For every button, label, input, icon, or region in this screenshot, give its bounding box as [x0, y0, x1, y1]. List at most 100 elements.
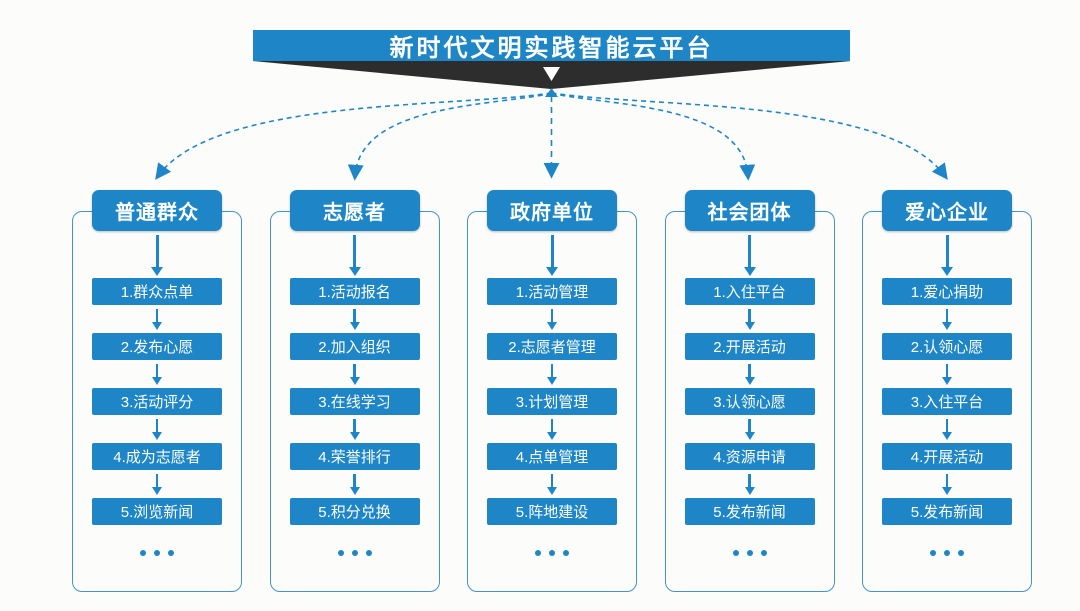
down-arrow-icon — [270, 474, 440, 495]
flow-step-label: 4.成为志愿者 — [113, 449, 201, 466]
column-volunteers: 志愿者 1.活动报名 2.加入组织 3.在线学习 4.荣誉排行 5.积分兑换 — [269, 190, 440, 592]
down-arrow-icon — [72, 474, 242, 495]
column-title: 爱心企业 — [905, 202, 989, 224]
columns-row: 普通群众 1.群众点单 2.发布心愿 3.活动评分 4.成为志愿者 5.浏览新闻… — [72, 190, 1032, 592]
flow-step: 4.成为志愿者 — [92, 443, 222, 470]
down-arrow-icon — [862, 235, 1032, 276]
more-items-icon — [862, 550, 1032, 556]
flow-step: 2.开展活动 — [684, 333, 815, 360]
down-arrow-icon — [862, 419, 1032, 440]
down-arrow-icon — [72, 419, 242, 440]
column-title: 志愿者 — [323, 202, 386, 224]
down-arrow-icon — [665, 474, 835, 495]
down-arrow-icon — [467, 235, 637, 276]
flow-step: 2.发布心愿 — [92, 333, 222, 360]
flow-step-label: 3.计划管理 — [515, 394, 589, 411]
down-arrow-icon — [270, 309, 440, 330]
flow-step-label: 4.荣誉排行 — [318, 449, 391, 466]
column-government-units: 政府单位 1.活动管理 2.志愿者管理 3.计划管理 4.点单管理 5.阵地建设 — [467, 190, 637, 592]
flow-step: 4.资源申请 — [684, 443, 815, 470]
flow-step-label: 5.浏览新闻 — [120, 504, 194, 521]
connector-to-column-4 — [551, 92, 756, 181]
flow-step: 2.加入组织 — [289, 333, 420, 360]
column-general-public: 普通群众 1.群众点单 2.发布心愿 3.活动评分 4.成为志愿者 5.浏览新闻 — [72, 190, 242, 592]
flow-step: 4.开展活动 — [882, 443, 1012, 470]
flow-step-label: 3.活动评分 — [120, 394, 194, 411]
flow-step-label: 3.入住平台 — [910, 394, 984, 411]
down-arrow-icon — [72, 309, 242, 330]
flow-step-label: 4.资源申请 — [713, 449, 786, 466]
flow-step: 5.积分兑换 — [289, 498, 420, 525]
more-items-icon — [270, 550, 440, 556]
flow-step-label: 4.开展活动 — [910, 449, 984, 466]
more-items-icon — [467, 550, 637, 556]
column-title: 政府单位 — [510, 202, 594, 224]
flow-step-label: 2.认领心愿 — [910, 339, 984, 356]
flow-step: 2.志愿者管理 — [487, 333, 617, 360]
flow-step: 5.发布新闻 — [882, 498, 1012, 525]
flow-step-label: 3.认领心愿 — [713, 394, 786, 411]
down-arrow-icon — [467, 364, 637, 385]
flow-step-label: 2.志愿者管理 — [508, 339, 596, 356]
flow-step: 1.爱心捐助 — [882, 278, 1012, 305]
platform-title-bar: 新时代文明实践智能云平台 — [253, 30, 850, 62]
down-arrow-icon — [467, 309, 637, 330]
flow-step: 5.阵地建设 — [487, 498, 617, 525]
connector-to-column-2 — [347, 92, 552, 181]
down-arrow-icon — [862, 474, 1032, 495]
flow-step: 5.浏览新闻 — [92, 498, 222, 525]
more-items-icon — [72, 550, 242, 556]
down-arrow-icon — [862, 364, 1032, 385]
flow-step-label: 3.在线学习 — [318, 394, 391, 411]
down-arrow-icon — [862, 309, 1032, 330]
flow-step-label: 5.发布新闻 — [713, 504, 786, 521]
flow-step: 3.在线学习 — [289, 388, 420, 415]
origin-marker-icon — [545, 88, 558, 97]
flow-step: 1.活动管理 — [487, 278, 617, 305]
flow-step-label: 5.阵地建设 — [515, 504, 589, 521]
flow-step: 1.入住平台 — [684, 278, 815, 305]
flow-step: 4.荣誉排行 — [289, 443, 420, 470]
column-caring-enterprises: 爱心企业 1.爱心捐助 2.认领心愿 3.入住平台 4.开展活动 5.发布新闻 — [862, 190, 1032, 592]
flow-step: 4.点单管理 — [487, 443, 617, 470]
connector-to-column-5 — [551, 92, 948, 180]
column-header: 普通群众 — [92, 190, 222, 231]
flow-step-label: 1.活动报名 — [318, 284, 391, 301]
down-arrow-icon — [665, 419, 835, 440]
down-arrow-icon — [665, 364, 835, 385]
connector-lines-layer — [155, 61, 948, 181]
column-header: 政府单位 — [487, 190, 617, 231]
column-title: 普通群众 — [115, 202, 199, 224]
more-items-icon — [665, 550, 835, 556]
flow-step-label: 2.加入组织 — [318, 339, 391, 356]
flow-step: 3.计划管理 — [487, 388, 617, 415]
column-header: 志愿者 — [289, 190, 420, 231]
platform-title: 新时代文明实践智能云平台 — [389, 35, 714, 62]
flow-step-label: 1.爱心捐助 — [910, 284, 984, 301]
flow-step-label: 1.入住平台 — [713, 284, 786, 301]
column-header: 爱心企业 — [882, 190, 1012, 231]
flow-step: 3.认领心愿 — [684, 388, 815, 415]
flow-step-label: 2.发布心愿 — [120, 339, 194, 356]
flow-step-label: 1.活动管理 — [515, 284, 589, 301]
flow-step: 1.活动报名 — [289, 278, 420, 305]
flow-step: 3.入住平台 — [882, 388, 1012, 415]
flow-step-label: 2.开展活动 — [713, 339, 786, 356]
down-arrow-icon — [270, 235, 440, 276]
down-arrow-icon — [467, 419, 637, 440]
down-arrow-icon — [72, 235, 242, 276]
column-social-groups: 社会团体 1.入住平台 2.开展活动 3.认领心愿 4.资源申请 5.发布新闻 — [664, 190, 835, 592]
connector-to-column-1 — [155, 92, 552, 180]
column-title: 社会团体 — [707, 202, 792, 224]
flow-step: 5.发布新闻 — [684, 498, 815, 525]
flow-step-label: 5.发布新闻 — [910, 504, 984, 521]
column-header: 社会团体 — [684, 190, 815, 231]
down-arrow-icon — [72, 364, 242, 385]
flow-step: 1.群众点单 — [92, 278, 222, 305]
flow-step-label: 5.积分兑换 — [318, 504, 391, 521]
down-arrow-icon — [665, 235, 835, 276]
banner-down-arrow-icon — [543, 67, 560, 81]
flow-step-label: 4.点单管理 — [515, 449, 589, 466]
flow-step-label: 1.群众点单 — [120, 284, 194, 301]
down-arrow-icon — [665, 309, 835, 330]
